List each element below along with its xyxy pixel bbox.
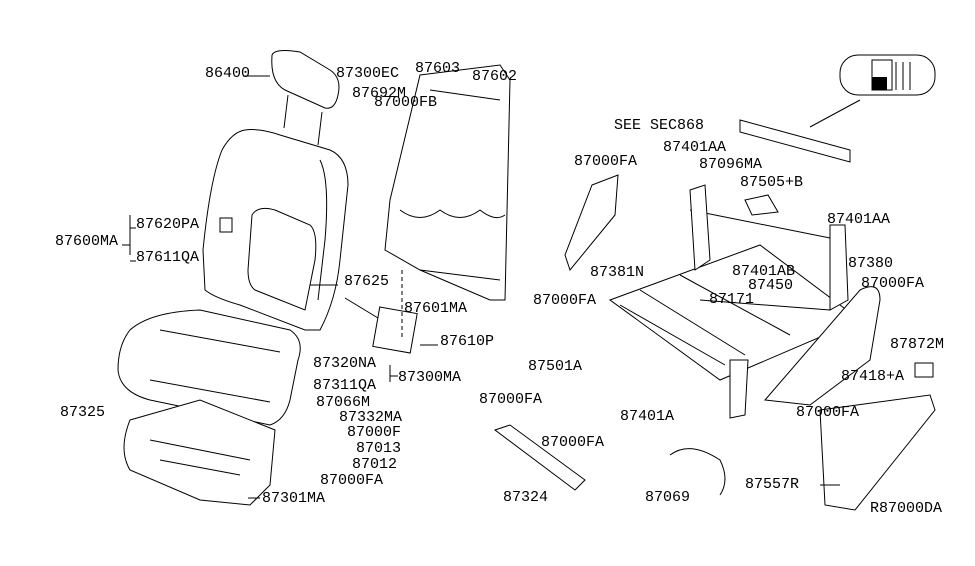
- diagram-code: R87000DA: [870, 500, 942, 517]
- part-label-87401AA-2[interactable]: 87401AA: [827, 211, 890, 228]
- part-label-87300MA[interactable]: 87300MA: [398, 369, 461, 386]
- seatback-drawing: [202, 129, 349, 331]
- part-label-87171[interactable]: 87171: [709, 291, 754, 308]
- part-label-87611QA[interactable]: 87611QA: [136, 249, 199, 266]
- part-label-87381N[interactable]: 87381N: [590, 264, 644, 281]
- headrest-drawing: [243, 50, 340, 146]
- part-label-87000FA-6[interactable]: 87000FA: [541, 434, 604, 451]
- part-label-87096MA[interactable]: 87096MA: [699, 156, 762, 173]
- part-label-87066M[interactable]: 87066M: [316, 394, 370, 411]
- leader-lines: [122, 215, 840, 499]
- part-label-87000FA-1[interactable]: 87000FA: [574, 153, 637, 170]
- part-label-87600MA[interactable]: 87600MA: [55, 233, 118, 250]
- back-frame-drawing: [344, 64, 511, 354]
- part-label-87000FA-7[interactable]: 87000FA: [320, 472, 383, 489]
- part-label-87401AB[interactable]: 87401AB: [732, 263, 795, 280]
- part-label-87620PA[interactable]: 87620PA: [136, 216, 199, 233]
- part-label-87603[interactable]: 87603: [415, 60, 460, 77]
- part-label-87625[interactable]: 87625: [344, 273, 389, 290]
- part-label-87601MA[interactable]: 87601MA: [404, 300, 467, 317]
- part-label-87610P[interactable]: 87610P: [440, 333, 494, 350]
- see-section-link[interactable]: SEE SEC868: [614, 117, 704, 134]
- part-label-87380[interactable]: 87380: [848, 255, 893, 272]
- part-label-87872M[interactable]: 87872M: [890, 336, 944, 353]
- part-label-87450[interactable]: 87450: [748, 277, 793, 294]
- part-label-87692M[interactable]: 87692M: [352, 85, 406, 102]
- part-label-87013[interactable]: 87013: [356, 440, 401, 457]
- part-label-87418A[interactable]: 87418+A: [841, 368, 904, 385]
- part-label-87325[interactable]: 87325: [60, 404, 105, 421]
- part-label-87000FA-3[interactable]: 87000FA: [533, 292, 596, 309]
- part-label-87501A[interactable]: 87501A: [528, 358, 582, 375]
- part-label-87012[interactable]: 87012: [352, 456, 397, 473]
- seat-cushion-drawing: [117, 309, 301, 506]
- part-label-87320NA[interactable]: 87320NA: [313, 355, 376, 372]
- part-label-87069[interactable]: 87069: [645, 489, 690, 506]
- part-label-87401A[interactable]: 87401A: [620, 408, 674, 425]
- part-label-87602[interactable]: 87602: [472, 68, 517, 85]
- part-label-86400[interactable]: 86400: [205, 65, 250, 82]
- vehicle-location-icon: [839, 54, 936, 96]
- part-label-87000FA-4[interactable]: 87000FA: [479, 391, 542, 408]
- part-label-87000F[interactable]: 87000F: [347, 424, 401, 441]
- part-label-87505B[interactable]: 87505+B: [740, 174, 803, 191]
- part-label-87401AA-1[interactable]: 87401AA: [663, 139, 726, 156]
- part-label-87000FA-2[interactable]: 87000FA: [861, 275, 924, 292]
- part-label-87301MA[interactable]: 87301MA: [262, 490, 325, 507]
- part-label-87300EC[interactable]: 87300EC: [336, 65, 399, 82]
- part-label-87000FB[interactable]: 87000FB: [374, 94, 437, 111]
- part-label-87332MA[interactable]: 87332MA: [339, 409, 402, 426]
- part-label-87000FA-5[interactable]: 87000FA: [796, 404, 859, 421]
- part-label-87324[interactable]: 87324: [503, 489, 548, 506]
- seat-frame-drawing: [493, 99, 936, 511]
- part-label-87311QA[interactable]: 87311QA: [313, 377, 376, 394]
- part-label-87557R[interactable]: 87557R: [745, 476, 799, 493]
